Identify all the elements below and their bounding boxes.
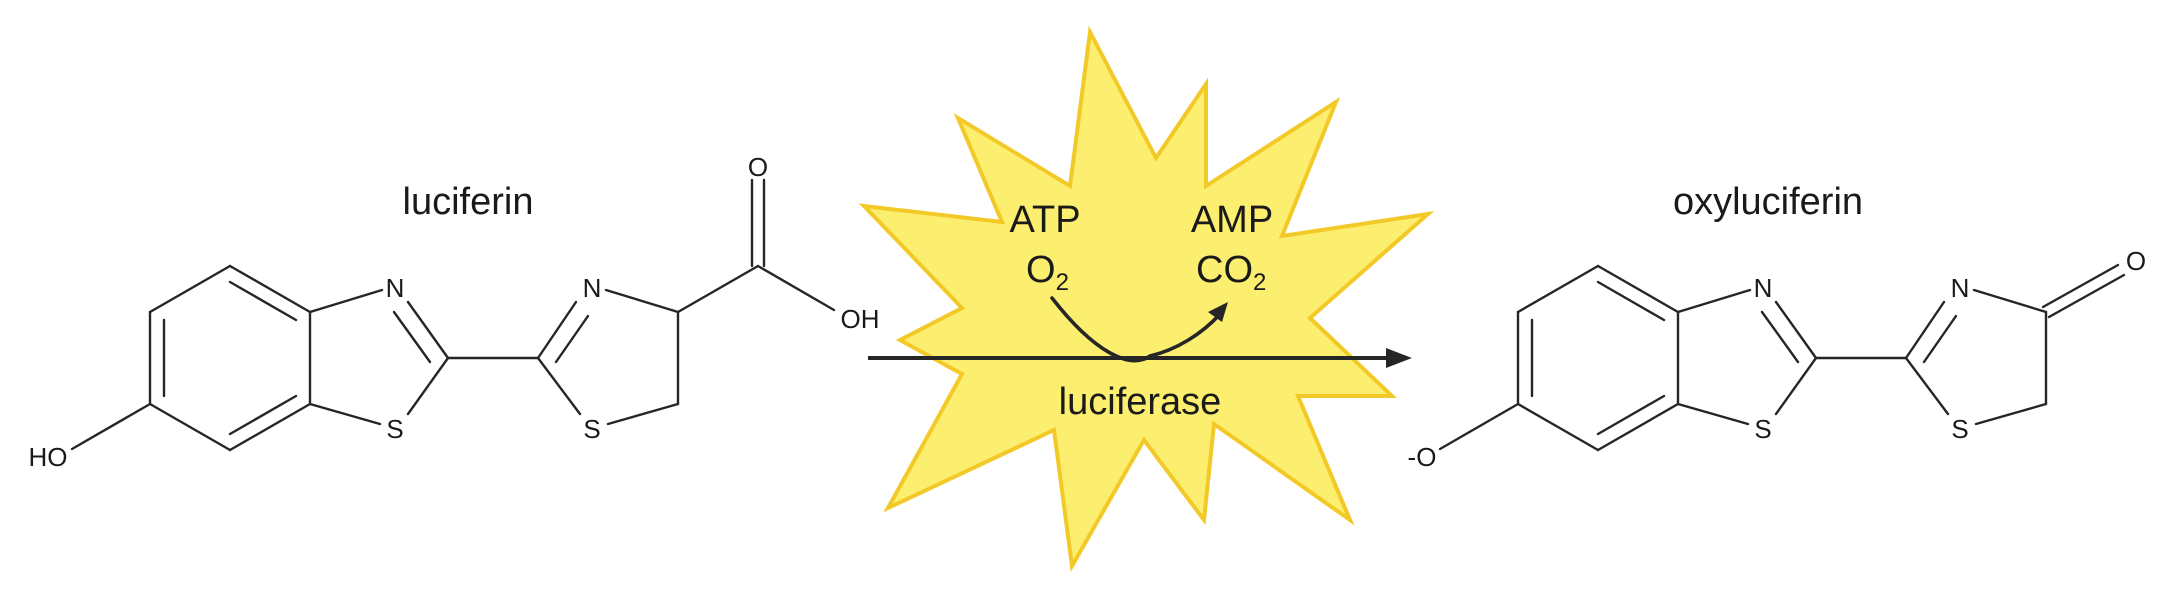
atom-o: O xyxy=(2126,246,2146,276)
reaction-arrow xyxy=(868,348,1412,368)
curved-arrow xyxy=(1050,296,1228,363)
atom-s: S xyxy=(1754,414,1771,444)
atom-n: N xyxy=(1951,273,1970,303)
enzyme-label: luciferase xyxy=(1059,381,1222,423)
co2-label: CO2 xyxy=(1196,249,1266,296)
atp-label: ATP xyxy=(1009,199,1080,241)
benzene-ring xyxy=(1516,264,1680,452)
luciferin-structure: luciferin N S N S xyxy=(29,152,880,472)
oxyluciferin-title: oxyluciferin xyxy=(1673,181,1863,223)
atom-s: S xyxy=(583,414,600,444)
amp-label: AMP xyxy=(1191,199,1273,241)
atom-o-minus: -O xyxy=(1408,442,1437,472)
atom-s: S xyxy=(386,414,403,444)
atom-o: O xyxy=(748,152,768,182)
atom-ho: HO xyxy=(29,442,68,472)
luciferase-burst xyxy=(858,25,1435,573)
oxyluciferin-structure: oxyluciferin N S N S xyxy=(1408,181,2147,472)
atom-n: N xyxy=(1754,273,1773,303)
atom-n: N xyxy=(386,273,405,303)
atom-n: N xyxy=(583,273,602,303)
atom-s: S xyxy=(1951,414,1968,444)
atom-oh: OH xyxy=(841,304,880,334)
o2-label: O2 xyxy=(1026,249,1069,296)
luciferin-title: luciferin xyxy=(403,181,534,223)
benzene-ring xyxy=(148,264,312,452)
